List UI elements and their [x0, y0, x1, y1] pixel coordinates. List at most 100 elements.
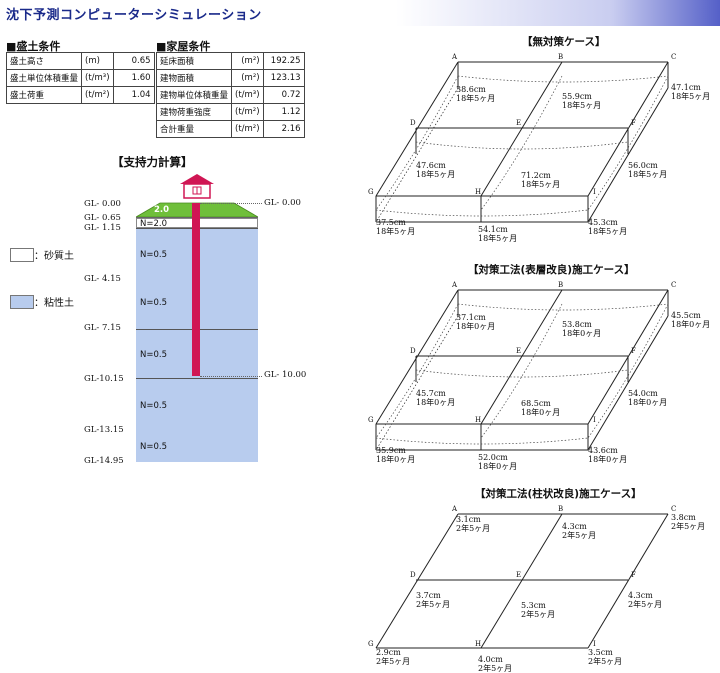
house-heading: ■家屋条件	[156, 40, 211, 53]
row-value: 1.04	[112, 86, 155, 104]
gl-label: GL- 4.15	[84, 274, 121, 284]
node-label: B	[558, 505, 563, 513]
settlement-curve	[375, 437, 589, 445]
embankment-heading: ■盛土条件	[6, 40, 61, 53]
grid-line	[375, 61, 459, 197]
settlement-curve	[480, 75, 563, 211]
node-label: D	[410, 119, 416, 127]
case-title-3: 【対策工法(柱状改良)施工ケース】	[475, 488, 642, 500]
node-label: G	[368, 188, 374, 196]
settlement-value: 4.0cm	[478, 655, 503, 664]
settlement-time: 18年0ヶ月	[521, 407, 560, 417]
settlement-value: 2.9cm	[376, 648, 401, 657]
settlement-value: 4.3cm	[628, 591, 653, 600]
settlement-time: 18年0ヶ月	[562, 328, 601, 338]
n-value: N=0.5	[140, 442, 167, 452]
n-value: N=2.0	[140, 219, 167, 229]
node-label: H	[475, 640, 481, 648]
settlement-value: 45.7cm	[416, 389, 446, 398]
settlement-curve	[375, 303, 459, 439]
layer-boundary	[136, 378, 258, 379]
grid-line	[587, 513, 669, 649]
table-row: 建物荷重強度 (t/m²) 1.12	[155, 103, 305, 121]
wall-bottom	[587, 87, 669, 223]
grid-line	[375, 513, 459, 649]
settlement-curve	[457, 75, 669, 83]
settlement-value: 43.6cm	[588, 446, 618, 455]
settlement-time: 18年5ヶ月	[456, 93, 495, 103]
settlement-time: 18年0ヶ月	[478, 461, 517, 471]
case-title-1: 【無対策ケース】	[522, 36, 606, 48]
settlement-time: 2年5ヶ月	[456, 523, 490, 533]
settlement-value: 5.3cm	[521, 601, 546, 610]
settlement-curve	[480, 303, 563, 439]
node-label: F	[631, 119, 636, 127]
settlement-value: 3.8cm	[671, 513, 696, 522]
node-label: C	[671, 281, 676, 289]
n-value: N=0.5	[140, 350, 167, 360]
gl-label: GL- 10.00	[264, 370, 307, 380]
page-title: 沈下予測コンピューターシミュレーション	[6, 8, 262, 23]
settlement-time: 2年5ヶ月	[478, 663, 512, 673]
settlement-time: 18年0ヶ月	[671, 319, 710, 329]
settlement-time: 18年0ヶ月	[376, 454, 415, 464]
settlement-time: 18年5ヶ月	[588, 226, 627, 236]
settlement-time: 18年5ヶ月	[562, 100, 601, 110]
settlement-time: 18年5ヶ月	[478, 233, 517, 243]
settlement-value: 3.1cm	[456, 515, 481, 524]
table-row: 建物面積 (m²) 123.13	[155, 69, 305, 87]
settlement-time: 18年0ヶ月	[416, 397, 455, 407]
wall-bottom	[587, 315, 669, 451]
settlement-time: 2年5ヶ月	[588, 656, 622, 666]
settlement-value: 54.1cm	[478, 225, 508, 234]
node-label: E	[516, 347, 521, 355]
wall-bottom	[375, 315, 459, 451]
node-label: E	[516, 571, 521, 579]
settlement-value: 4.3cm	[562, 522, 587, 531]
node-label: I	[593, 640, 596, 648]
support-title: 【支持力計算】	[112, 155, 193, 169]
settlement-value: 3.5cm	[588, 648, 613, 657]
gl-label: GL- 1.15	[84, 223, 121, 233]
settlement-curve	[415, 369, 629, 378]
settlement-value: 71.2cm	[521, 171, 551, 180]
settlement-value: 47.6cm	[416, 161, 446, 170]
legend-swatch-sand	[10, 248, 34, 262]
embankment-table: 盛土高さ (m) 0.65 盛土単位体積重量 (t/m³) 1.60 盛土荷重 …	[5, 52, 155, 104]
grid-line	[480, 513, 563, 649]
node-label: D	[410, 571, 416, 579]
node-label: I	[593, 416, 596, 424]
settlement-time: 2年5ヶ月	[671, 521, 705, 531]
settlement-time: 2年5ヶ月	[416, 599, 450, 609]
node-label: C	[671, 53, 676, 61]
settlement-value: 35.9cm	[376, 446, 406, 455]
node-label: F	[631, 347, 636, 355]
row-label: 盛土荷重	[5, 86, 83, 104]
settlement-time: 18年5ヶ月	[671, 91, 710, 101]
node-label: I	[593, 188, 596, 196]
settlement-curve	[415, 141, 629, 150]
settlement-curve	[375, 75, 459, 211]
settlement-time: 18年5ヶ月	[628, 169, 667, 179]
settlement-value: 37.5cm	[376, 218, 406, 227]
settlement-value: 37.1cm	[456, 313, 486, 322]
row-value: 2.16	[262, 120, 305, 138]
n-value: N=0.5	[140, 250, 167, 260]
gl-label: GL- 0.00	[264, 198, 301, 208]
settlement-time: 2年5ヶ月	[562, 530, 596, 540]
settlement-value: 38.6cm	[456, 85, 486, 94]
table-row: 盛土荷重 (t/m²) 1.04	[5, 86, 155, 104]
settlement-value: 45.5cm	[671, 311, 701, 320]
legend-label-sand: ：砂質土	[34, 251, 74, 262]
node-label: B	[558, 281, 563, 289]
settlement-value: 45.3cm	[588, 218, 618, 227]
gl-label: GL- 0.65	[84, 213, 121, 223]
grid-line	[375, 289, 459, 425]
house-icon	[180, 174, 214, 199]
settlement-time: 2年5ヶ月	[628, 599, 662, 609]
settlement-value: 56.0cm	[628, 161, 658, 170]
case-title-2: 【対策工法(表層改良)施工ケース】	[468, 264, 635, 276]
settlement-time: 18年5ヶ月	[416, 169, 455, 179]
